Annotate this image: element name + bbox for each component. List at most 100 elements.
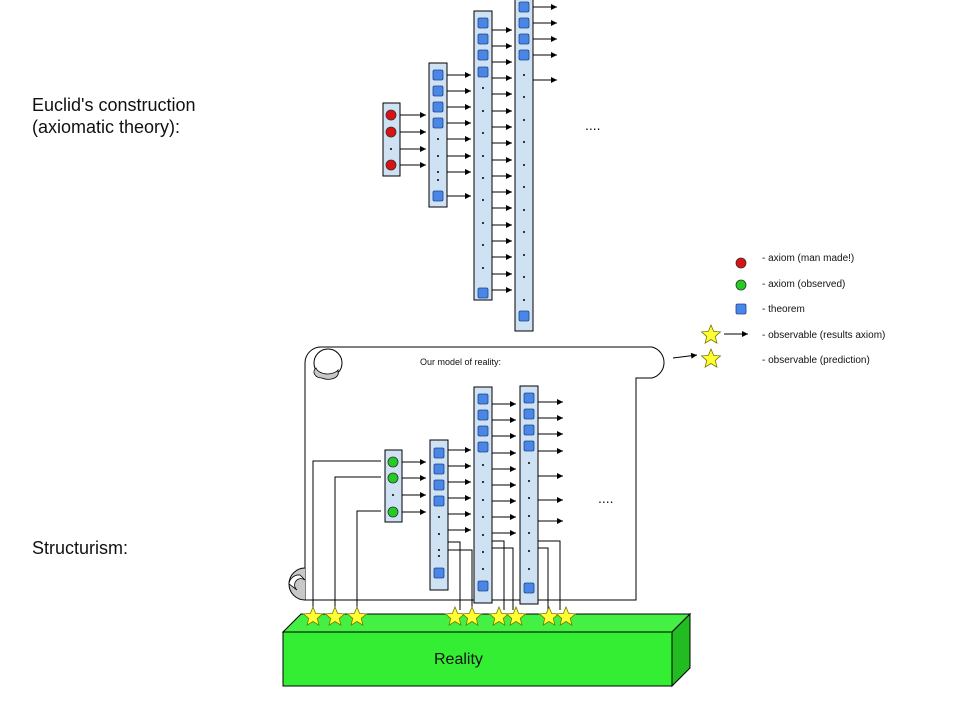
theorem-square xyxy=(518,310,530,322)
theorem-square xyxy=(477,33,489,45)
ellipsis-dot xyxy=(482,464,484,466)
ellipsis-dot xyxy=(528,462,530,464)
observation-line xyxy=(334,476,381,612)
ellipsis-dot xyxy=(438,555,440,557)
scroll-title: Our model of reality: xyxy=(420,357,502,367)
model-theorem-column-2 xyxy=(473,386,493,604)
observable-star xyxy=(346,605,368,626)
ellipsis-dot xyxy=(482,499,484,501)
ellipsis-dot xyxy=(523,276,525,278)
euclid-ellipsis: .... xyxy=(585,117,601,133)
theorem-square xyxy=(477,17,489,29)
euclid-theorem-column-1 xyxy=(428,62,448,208)
theorem-square xyxy=(477,580,489,592)
ellipsis-dot xyxy=(482,551,484,553)
axiom-circle xyxy=(385,159,397,171)
ellipsis-dot xyxy=(437,138,439,140)
theorem-square xyxy=(477,49,489,61)
theorem-square xyxy=(735,303,747,315)
axiom-circle xyxy=(735,279,747,291)
theorem-square xyxy=(518,49,530,61)
ellipsis-dot xyxy=(523,231,525,233)
ellipsis-dot xyxy=(438,516,440,518)
ellipsis-dot xyxy=(482,222,484,224)
euclid-title-line1: Euclid's construction xyxy=(32,95,196,115)
theorem-square xyxy=(477,287,489,299)
axiom-circle xyxy=(387,472,399,484)
ellipsis-dot xyxy=(482,568,484,570)
ellipsis-dot xyxy=(437,155,439,157)
ellipsis-dot xyxy=(523,141,525,143)
ellipsis-dot xyxy=(528,568,530,570)
legend-text-observable-prediction: - observable (prediction) xyxy=(762,355,870,366)
theorem-square xyxy=(432,85,444,97)
euclid-title-line2: (axiomatic theory): xyxy=(32,117,181,137)
structurism-title: Structurism: xyxy=(32,538,129,558)
ellipsis-dot xyxy=(482,534,484,536)
ellipsis-dot xyxy=(528,497,530,499)
ellipsis-dot xyxy=(482,132,484,134)
ellipsis-dot xyxy=(482,244,484,246)
prediction-line xyxy=(538,547,549,610)
theorem-square xyxy=(477,441,489,453)
theorem-square xyxy=(477,425,489,437)
prediction-line xyxy=(492,547,514,610)
theorem-square xyxy=(477,66,489,78)
theorem-square xyxy=(433,495,445,507)
theorem-square xyxy=(433,567,445,579)
ellipsis-dot xyxy=(437,179,439,181)
reality-label: Reality xyxy=(434,651,483,668)
axiom-circle xyxy=(387,506,399,518)
ellipsis-dot xyxy=(482,177,484,179)
ellipsis-dot xyxy=(482,110,484,112)
ellipsis-dot xyxy=(482,87,484,89)
observation-line xyxy=(356,510,381,612)
ellipsis-dot xyxy=(523,164,525,166)
axiom-circle xyxy=(387,456,399,468)
axiom-circle xyxy=(385,126,397,138)
observable-star xyxy=(302,605,324,626)
prediction-line xyxy=(538,540,561,610)
ellipsis-dot xyxy=(528,515,530,517)
ellipsis-dot xyxy=(482,516,484,518)
theorem-square xyxy=(523,408,535,420)
euclid-axiom-column xyxy=(382,102,401,177)
theorem-square xyxy=(477,409,489,421)
ellipsis-dot xyxy=(392,494,394,496)
ellipsis-dot xyxy=(482,155,484,157)
theorem-square xyxy=(432,101,444,113)
theorem-square xyxy=(518,33,530,45)
observable-star xyxy=(505,605,527,626)
ellipsis-dot xyxy=(523,96,525,98)
ellipsis-dot xyxy=(438,533,440,535)
prediction-line xyxy=(492,540,505,610)
theorem-square xyxy=(523,424,535,436)
theorem-square xyxy=(518,1,530,13)
ellipsis-dot xyxy=(528,550,530,552)
observable-star xyxy=(461,605,483,626)
theorem-square xyxy=(432,190,444,202)
theorem-square xyxy=(433,463,445,475)
ellipsis-dot xyxy=(482,199,484,201)
model-theorem-column-3 xyxy=(519,385,539,605)
theorem-square xyxy=(523,440,535,452)
ellipsis-dot xyxy=(523,119,525,121)
axiom-circle xyxy=(735,257,747,269)
model-axiom-column xyxy=(384,449,403,523)
ellipsis-dot xyxy=(523,74,525,76)
ellipsis-dot xyxy=(528,480,530,482)
theorem-square xyxy=(523,582,535,594)
legend-star-results-axiom xyxy=(700,323,722,344)
theorem-square xyxy=(518,17,530,29)
model-ellipsis: .... xyxy=(598,490,614,506)
ellipsis-dot xyxy=(438,549,440,551)
reality-block xyxy=(281,612,692,688)
ellipsis-dot xyxy=(523,254,525,256)
prediction-line xyxy=(448,541,461,610)
theorem-square xyxy=(433,479,445,491)
legend-text-axiom-observed: - axiom (observed) xyxy=(762,279,846,290)
legend-text-theorem: - theorem xyxy=(762,304,805,315)
ellipsis-dot xyxy=(523,299,525,301)
